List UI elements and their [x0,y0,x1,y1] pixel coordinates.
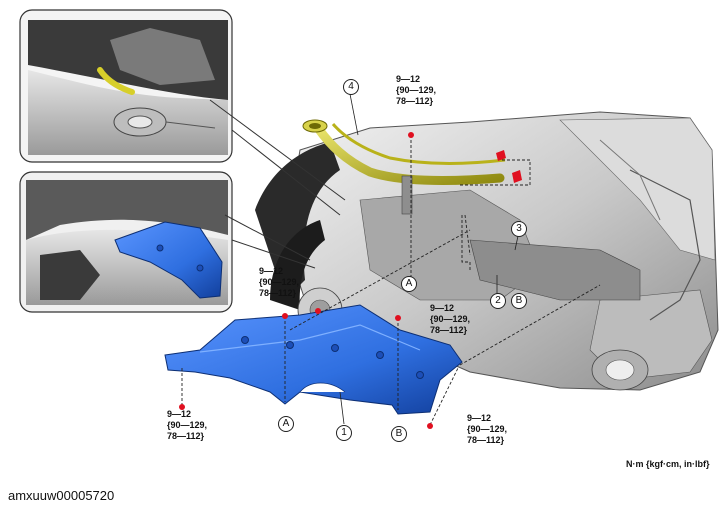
torque-value: 9—12 [167,409,192,419]
callout-part-3: 3 [511,221,527,237]
image-reference-id: amxuuw00005720 [8,488,115,503]
callout-part-2: 2 [490,293,506,309]
torque-kgf-cm: {90—129, [430,314,471,324]
torque-spec-center: 9—12 {90—129, 78—112} [430,303,470,336]
torque-kgf-cm: {90—129, [467,424,508,434]
torque-bolt-markers [179,132,522,429]
torque-kgf-cm: {90—129, [167,420,208,430]
inset-leader-lines [209,99,346,269]
fuel-filler-pipe [302,119,506,215]
torque-in-lbf: 78—112} [396,96,434,106]
callout-part-1: 1 [336,425,352,441]
torque-in-lbf: 78—112} [430,325,468,335]
torque-spec-left-mid: 9—12 {90—129, 78—112} [259,266,299,299]
dashed-leader-lines [181,135,601,426]
filler-pipe-bracket [164,304,463,415]
torque-in-lbf: 78—112} [167,431,205,441]
torque-in-lbf: 78—112} [259,288,297,298]
torque-spec-bottom-right: 9—12 {90—129, 78—112} [467,413,507,446]
callout-ref-b-top: B [511,293,527,309]
torque-value: 9—12 [259,266,284,276]
torque-value: 9—12 [467,413,492,423]
callout-ref-a-top: A [401,276,417,292]
callout-part-4: 4 [343,79,359,95]
torque-unit-note: N·m {kgf·cm, in·lbf} [626,459,710,469]
inset-bracket-view [19,171,233,313]
torque-kgf-cm: {90—129, [396,85,437,95]
inset-filler-neck-view [19,9,233,163]
torque-in-lbf: 78—112} [467,435,505,445]
callout-ref-a-bottom: A [278,416,294,432]
torque-value: 9—12 [396,74,421,84]
torque-spec-top: 9—12 {90—129, 78—112} [396,74,436,107]
torque-spec-bottom-left: 9—12 {90—129, 78—112} [167,409,207,442]
torque-value: 9—12 [430,303,455,313]
torque-kgf-cm: {90—129, [259,277,300,287]
callout-ref-b-bottom: B [391,426,407,442]
